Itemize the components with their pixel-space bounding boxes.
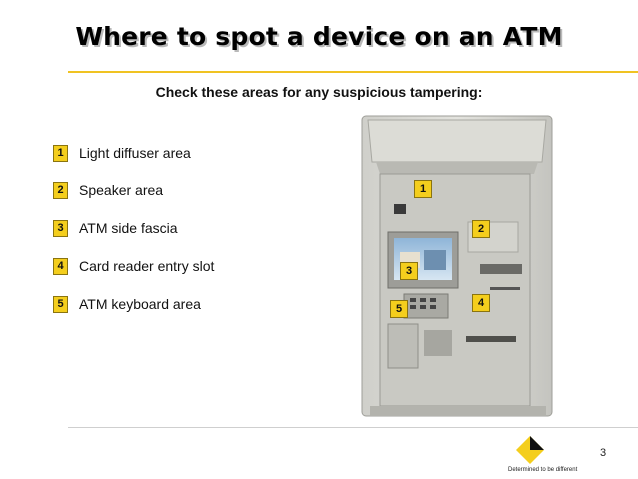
footer-divider	[68, 427, 638, 428]
legend-item: 1 Light diffuser area	[53, 145, 303, 165]
atm-marker-2: 2	[472, 220, 490, 238]
title-divider	[68, 71, 638, 73]
slide-subtitle: Check these areas for any suspicious tam…	[155, 84, 483, 100]
slide-title: Where to spot a device on an ATM	[75, 22, 563, 51]
legend-item: 3 ATM side fascia	[53, 220, 303, 240]
atm-image	[361, 115, 553, 417]
legend-item: 2 Speaker area	[53, 182, 303, 202]
atm-marker-4: 4	[472, 294, 490, 312]
number-badge: 5	[53, 296, 68, 313]
legend-item: 4 Card reader entry slot	[53, 258, 303, 278]
page-number: 3	[600, 447, 607, 459]
number-badge: 2	[53, 182, 68, 199]
diamond-logo-icon	[516, 436, 544, 464]
legend-label: Speaker area	[79, 182, 164, 198]
legend-label: Card reader entry slot	[79, 258, 215, 274]
legend-label: Light diffuser area	[79, 145, 191, 161]
number-badge: 3	[53, 220, 68, 237]
atm-illustration: 1 2 3 4 5	[340, 112, 580, 430]
atm-marker-1: 1	[414, 180, 432, 198]
legend-item: 5 ATM keyboard area	[53, 296, 303, 316]
atm-marker-3: 3	[400, 262, 418, 280]
logo-tagline: Determined to be different	[508, 467, 578, 473]
atm-marker-5: 5	[390, 300, 408, 318]
number-badge: 1	[53, 145, 68, 162]
brand-logo: Determined to be different	[508, 434, 584, 476]
legend-label: ATM keyboard area	[79, 296, 201, 312]
number-badge: 4	[53, 258, 68, 275]
legend-label: ATM side fascia	[79, 220, 178, 236]
